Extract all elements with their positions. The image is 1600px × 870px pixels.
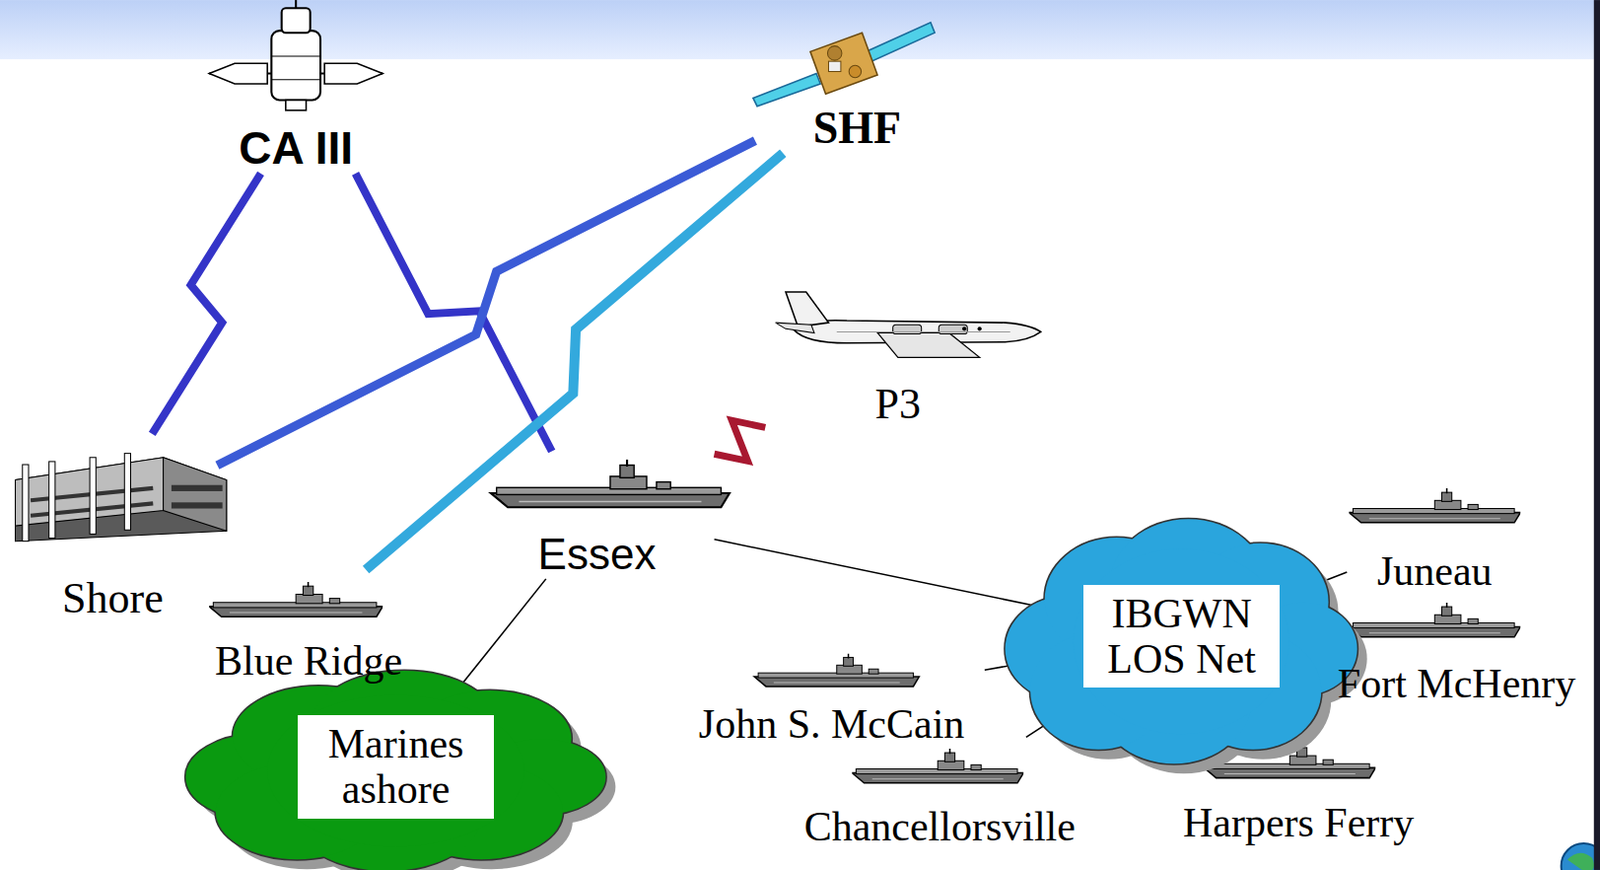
node-label: Blue Ridge [214,637,403,684]
cloud-fill [1005,518,1358,764]
shore-node: Shore [7,433,217,623]
node-label: P3 [875,380,921,428]
cloud-label: IBGWN LOS Net [1083,584,1280,688]
ship-node: Harpers Ferry [1163,730,1434,845]
node-label: Juneau [1377,548,1493,594]
node-label: John S. McCain [698,700,966,747]
radio-link [365,152,783,569]
chancellorsville-ship [851,748,1024,783]
cloud-fill [186,670,607,870]
network-link [714,539,1032,605]
ship-node: John S. McCain [678,644,985,748]
mccain-ship [754,653,919,687]
ship-node: Fort McHenry [1321,595,1592,706]
cloud-border [1005,518,1358,764]
node-label: CA III [238,123,353,174]
shf-satellite [753,22,935,107]
ship-node: Juneau [1346,482,1523,595]
node-label: Fort McHenry [1337,660,1576,706]
right-edge-bar [1594,0,1600,870]
shore-building [15,453,227,542]
network-link [459,578,546,687]
blue-ridge-ship [208,581,383,617]
ship-node: Essex [479,451,714,579]
satellite-node: CA III [204,4,388,174]
juneau-ship [1348,487,1521,523]
node-label: Chancellorsville [804,803,1076,849]
cloud-shadow [1015,528,1368,773]
radio-link [216,140,756,466]
top-band [0,0,1600,60]
marines-cloud: Marines ashore [181,665,611,868]
radio-link [714,419,766,461]
ship-node: Chancellorsville [783,736,1097,849]
node-label: Essex [538,530,657,578]
cloud-shadow [196,680,617,870]
node-label: Shore [62,574,164,623]
cloud-border [186,670,607,870]
satellite-node: SHF [755,4,960,153]
fort-mchenry-ship [1348,602,1521,637]
p3-aircraft [775,291,1042,357]
radio-link [355,173,553,452]
cloud-label: Marines ashore [297,714,494,818]
node-label: Harpers Ferry [1182,799,1414,845]
node-label: SHF [813,103,902,154]
aircraft-node: P3 [765,287,1031,429]
essex-ship [490,459,730,507]
radio-link [151,173,261,434]
ship-node: Blue Ridge [199,569,419,685]
ca-iii-satellite [208,0,383,111]
network-cloud: IBGWN LOS Net [1001,512,1361,760]
